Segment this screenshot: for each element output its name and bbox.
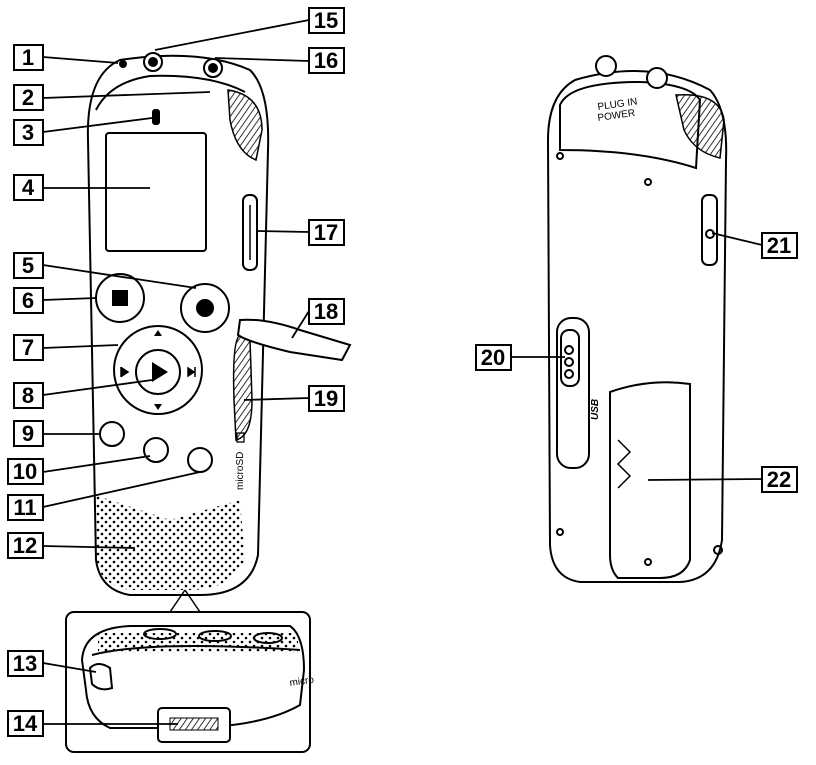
- callout-7-box: [13, 334, 44, 361]
- callout-3-box: [13, 119, 44, 146]
- callout-12: 12: [13, 533, 37, 558]
- callout-18-box: [308, 298, 345, 325]
- battery-cover: [609, 381, 691, 579]
- front-view: [86, 52, 352, 596]
- usb-label: USB: [590, 399, 601, 420]
- callout-5: 5: [22, 253, 34, 278]
- callout-16: 16: [314, 48, 338, 73]
- usb-slide-lever: [556, 317, 590, 469]
- down-arrow-icon: [154, 404, 162, 410]
- power-label: POWER: [597, 108, 636, 124]
- leader-lines: [42, 19, 763, 725]
- callout-2-box: [13, 84, 44, 111]
- play-enter-button: [135, 349, 181, 395]
- next-track-icon: [187, 366, 196, 378]
- callout-9-box: [13, 420, 44, 447]
- volume-button: [242, 194, 258, 271]
- callout-21-box: [761, 232, 798, 259]
- callout-20-box: [475, 344, 512, 371]
- callout-14-box: [7, 710, 44, 737]
- callout-11: 11: [13, 495, 36, 520]
- callout-3: 3: [22, 120, 34, 145]
- option-button: [143, 437, 169, 463]
- callout-2: 2: [22, 85, 34, 110]
- microsd-slot: [232, 334, 253, 441]
- callout-20: 20: [481, 345, 505, 370]
- callout-9: 9: [22, 421, 34, 446]
- up-arrow-icon: [154, 330, 162, 336]
- callout-14: 14: [13, 711, 38, 736]
- callout-8-box: [13, 382, 44, 409]
- back-home-button: [99, 421, 125, 447]
- strap-hole: [119, 60, 127, 68]
- callout-4: 4: [22, 175, 35, 200]
- callout-21: 21: [767, 233, 791, 258]
- back-headphone-jack: [595, 55, 617, 77]
- front-body: [86, 54, 270, 596]
- callout-18: 18: [314, 299, 338, 324]
- callout-19: 19: [314, 386, 338, 411]
- operation-indicator: [152, 109, 160, 125]
- back-mic-jack: [646, 67, 668, 89]
- hold-switch: [701, 194, 718, 266]
- callout-1-box: [13, 44, 44, 71]
- callout-19-box: [308, 385, 345, 412]
- callout-6-box: [13, 287, 44, 314]
- strap-loop: [88, 663, 114, 691]
- bottom-detail: [65, 611, 311, 753]
- stop-icon: [112, 290, 128, 306]
- callout-15-box: [308, 7, 345, 34]
- zoom-lines: [169, 589, 201, 613]
- callout-17-box: [308, 219, 345, 246]
- callout-12-box: [7, 532, 44, 559]
- callout-17: 17: [314, 220, 338, 245]
- callout-22: 22: [767, 467, 791, 492]
- callout-7: 7: [22, 335, 34, 360]
- detail-frame: [65, 611, 311, 753]
- memory-card-icon: [236, 432, 245, 443]
- record-button: [180, 283, 230, 333]
- speaker: [95, 495, 245, 590]
- back-mic-grille: [675, 93, 725, 159]
- prev-track-icon: [120, 366, 130, 378]
- callout-16-box: [308, 47, 345, 74]
- record-icon: [196, 299, 214, 317]
- callout-5-box: [13, 252, 44, 279]
- callout-numbers: 1 2 3 4 5 6 7 8 9 10 11 12 13 14 15 16 1…: [13, 8, 791, 736]
- slot-cover: [236, 318, 352, 362]
- callout-13-box: [7, 650, 44, 677]
- erase-button: [187, 447, 213, 473]
- microsd-cut-label: micro: [289, 675, 315, 689]
- front-display: [105, 132, 207, 252]
- callout-15: 15: [314, 8, 338, 33]
- callout-13: 13: [13, 651, 37, 676]
- callout-22-box: [761, 466, 798, 493]
- control-ring: [113, 325, 203, 415]
- callout-6: 6: [22, 288, 34, 313]
- play-icon: [152, 362, 168, 382]
- front-mic-grille: [227, 89, 263, 162]
- battery-cover-grip: [616, 439, 632, 489]
- callout-1: 1: [22, 45, 34, 70]
- detail-body: [80, 625, 306, 729]
- callout-10-box: [7, 458, 44, 485]
- back-view: [546, 55, 728, 583]
- callout-11-box: [7, 494, 44, 521]
- callout-boxes: [7, 7, 798, 737]
- callout-8: 8: [22, 383, 34, 408]
- back-body: [546, 70, 728, 583]
- callout-4-box: [13, 174, 44, 201]
- callout-10: 10: [13, 459, 37, 484]
- back-top-panel: [559, 80, 702, 170]
- microsd-label: microSD: [235, 452, 246, 490]
